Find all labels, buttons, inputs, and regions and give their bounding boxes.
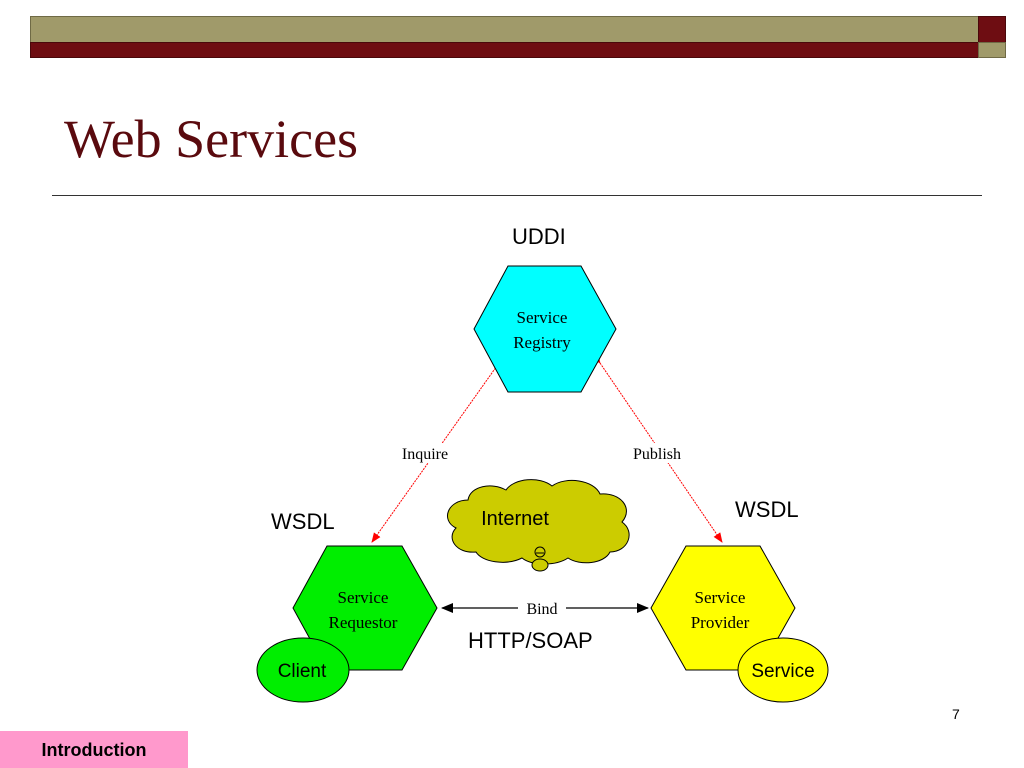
footer-tab-label: Introduction bbox=[41, 740, 147, 760]
registry-line2: Registry bbox=[513, 333, 571, 352]
service-registry-node: Service Registry bbox=[473, 265, 617, 393]
header-corner-olive bbox=[978, 42, 1006, 58]
client-label: Client bbox=[278, 661, 327, 682]
footer-tab bbox=[0, 731, 188, 768]
service-requestor-node: Service Requestor bbox=[292, 545, 438, 671]
protocol-label: HTTP/SOAP bbox=[468, 628, 593, 653]
internet-label: Internet bbox=[481, 508, 549, 530]
client-node: Client bbox=[256, 637, 350, 703]
slide-title: Web Services bbox=[64, 109, 359, 169]
service-provider-node: Service Provider bbox=[650, 545, 796, 671]
requestor-line1: Service bbox=[338, 588, 389, 607]
provider-line2: Provider bbox=[691, 613, 750, 632]
wsdl-right-label: WSDL bbox=[735, 497, 799, 522]
inquire-label: Inquire bbox=[402, 446, 448, 463]
service-label: Service bbox=[751, 661, 814, 682]
bind-label: Bind bbox=[526, 601, 557, 618]
inquire-edge: Inquire bbox=[371, 353, 508, 543]
bind-edge: Bind bbox=[441, 601, 649, 618]
wsdl-left-label: WSDL bbox=[271, 509, 335, 534]
registry-line1: Service bbox=[517, 308, 568, 327]
publish-edge: Publish bbox=[591, 353, 723, 543]
title-divider bbox=[52, 195, 982, 196]
user-icon bbox=[531, 546, 549, 572]
service-node: Service bbox=[737, 637, 829, 703]
uddi-label: UDDI bbox=[512, 224, 566, 249]
requestor-line2: Requestor bbox=[329, 613, 398, 632]
internet-cloud: Internet bbox=[446, 479, 630, 572]
publish-label: Publish bbox=[633, 446, 681, 463]
page-number: 7 bbox=[952, 706, 960, 722]
provider-line1: Service bbox=[695, 588, 746, 607]
